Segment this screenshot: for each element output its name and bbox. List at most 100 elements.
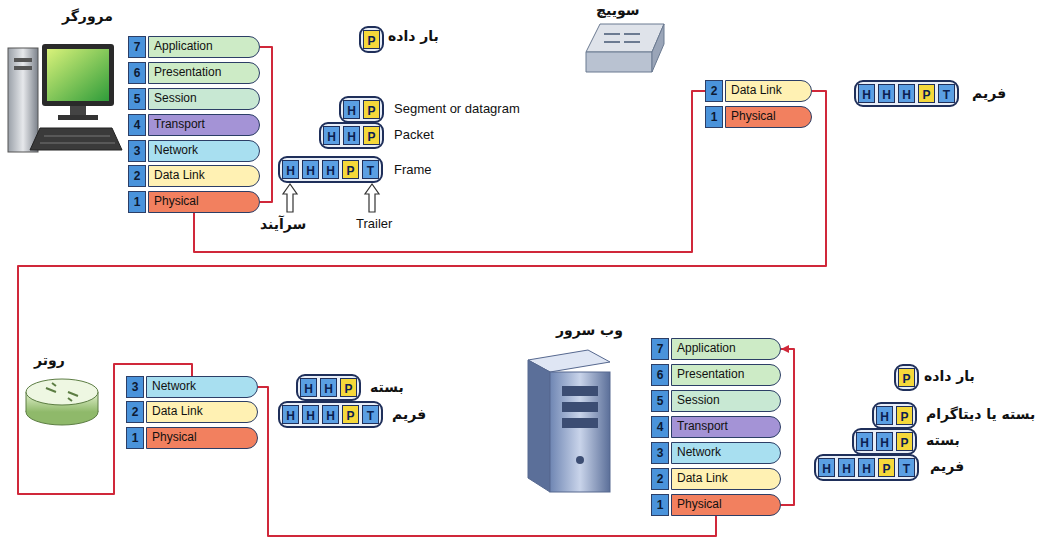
layer-number: 5 bbox=[651, 390, 669, 412]
box-letter: H bbox=[286, 409, 295, 423]
layer-number: 3 bbox=[128, 140, 146, 162]
packet-outline bbox=[279, 402, 382, 427]
box-letter: T bbox=[367, 409, 374, 423]
packet-outline bbox=[895, 365, 918, 390]
layer-name: Network bbox=[148, 140, 260, 162]
box-letter: H bbox=[862, 88, 871, 102]
osi-layer-band: 1Physical bbox=[128, 191, 260, 213]
packet-outline bbox=[297, 375, 360, 400]
osi-layer-band: 4Transport bbox=[128, 114, 260, 136]
header-payload-box: P bbox=[898, 368, 915, 387]
text-label: Packet bbox=[394, 127, 434, 142]
header-payload-box: P bbox=[363, 30, 380, 49]
layer-name: Presentation bbox=[671, 364, 781, 386]
layer-number: 6 bbox=[128, 62, 146, 84]
layer-number: 5 bbox=[128, 88, 146, 110]
layer-name: Data Link bbox=[671, 468, 781, 490]
box-letter: P bbox=[900, 436, 908, 450]
data-path bbox=[18, 91, 826, 494]
box-letter: T bbox=[367, 164, 374, 178]
text-label: بسته یا دیتاگرام bbox=[926, 406, 1035, 422]
header-payload-box: H bbox=[302, 160, 319, 179]
box-letter: P bbox=[367, 104, 375, 118]
box-letter: H bbox=[862, 462, 871, 476]
header-payload-box: H bbox=[300, 378, 317, 397]
osi-layer-band: 2Data Link bbox=[705, 80, 812, 102]
box-letter: H bbox=[860, 436, 869, 450]
header-payload-box: H bbox=[876, 406, 893, 425]
box-letter: P bbox=[882, 462, 890, 476]
header-payload-box: H bbox=[876, 432, 893, 451]
header-payload-box: H bbox=[320, 378, 337, 397]
header-payload-box: H bbox=[282, 160, 299, 179]
box-letter: P bbox=[344, 382, 352, 396]
layer-number: 1 bbox=[705, 106, 723, 128]
text-label: فریم bbox=[392, 406, 426, 422]
layer-name: Application bbox=[148, 36, 260, 58]
box-letter: P bbox=[367, 34, 375, 48]
layer-number: 1 bbox=[651, 494, 669, 516]
box-letter: P bbox=[922, 88, 930, 102]
arrow-head bbox=[781, 345, 789, 353]
router-icon bbox=[26, 379, 98, 425]
osi-layer-band: 5Session bbox=[651, 390, 781, 412]
header-payload-box: P bbox=[342, 160, 359, 179]
text-label: فریم bbox=[972, 85, 1006, 101]
layer-number: 2 bbox=[651, 468, 669, 490]
header-payload-box: P bbox=[340, 378, 357, 397]
header-payload-box: H bbox=[898, 84, 915, 103]
layer-number: 7 bbox=[128, 36, 146, 58]
box-letter: P bbox=[346, 164, 354, 178]
box-letter: H bbox=[882, 88, 891, 102]
layer-number: 1 bbox=[126, 427, 144, 449]
text-label: Segment or datagram bbox=[394, 101, 520, 116]
layer-name: Physical bbox=[725, 106, 812, 128]
box-letter: P bbox=[367, 130, 375, 144]
header-payload-box: H bbox=[838, 458, 855, 477]
text-label: فریم bbox=[930, 458, 964, 474]
header-payload-box: H bbox=[343, 126, 360, 145]
layer-number: 7 bbox=[651, 338, 669, 360]
box-letter: H bbox=[326, 409, 335, 423]
box-letter: H bbox=[822, 462, 831, 476]
osi-layer-band: 2Data Link bbox=[651, 468, 781, 490]
layer-name: Application bbox=[671, 338, 781, 360]
layer-name: Presentation bbox=[148, 62, 260, 84]
text-label: سوییچ bbox=[596, 2, 640, 18]
packet-outline bbox=[855, 81, 958, 106]
layer-number: 2 bbox=[128, 165, 146, 187]
text-label: Trailer bbox=[356, 216, 392, 231]
data-path bbox=[260, 47, 272, 202]
layer-number: 3 bbox=[126, 376, 144, 398]
server-icon bbox=[528, 350, 610, 492]
box-letter: H bbox=[880, 410, 889, 424]
box-letter: H bbox=[306, 409, 315, 423]
layer-name: Network bbox=[146, 376, 258, 398]
osi-layer-band: 4Transport bbox=[651, 416, 781, 438]
box-letter: T bbox=[943, 88, 950, 102]
header-payload-box: H bbox=[323, 126, 340, 145]
box-letter: H bbox=[347, 130, 356, 144]
packet-outline bbox=[815, 455, 918, 480]
text-label: بسته bbox=[370, 379, 404, 395]
layer-name: Transport bbox=[671, 416, 781, 438]
header-payload-box: P bbox=[896, 432, 913, 451]
box-letter: H bbox=[326, 164, 335, 178]
header-payload-box: P bbox=[878, 458, 895, 477]
layer-name: Physical bbox=[671, 494, 781, 516]
layer-name: Physical bbox=[146, 427, 258, 449]
box-letter: H bbox=[324, 382, 333, 396]
osi-layer-band: 5Session bbox=[128, 88, 260, 110]
box-letter: H bbox=[902, 88, 911, 102]
header-payload-box: P bbox=[918, 84, 935, 103]
header-payload-box: H bbox=[858, 458, 875, 477]
header-payload-box: H bbox=[322, 405, 339, 424]
header-payload-box: P bbox=[363, 100, 380, 119]
layer-number: 4 bbox=[128, 114, 146, 136]
header-payload-box: T bbox=[362, 160, 379, 179]
layer-name: Session bbox=[148, 88, 260, 110]
layer-number: 2 bbox=[126, 401, 144, 423]
osi-layer-band: 1Physical bbox=[126, 427, 258, 449]
text-label: Frame bbox=[394, 162, 432, 177]
osi-layer-band: 3Network bbox=[126, 376, 258, 398]
